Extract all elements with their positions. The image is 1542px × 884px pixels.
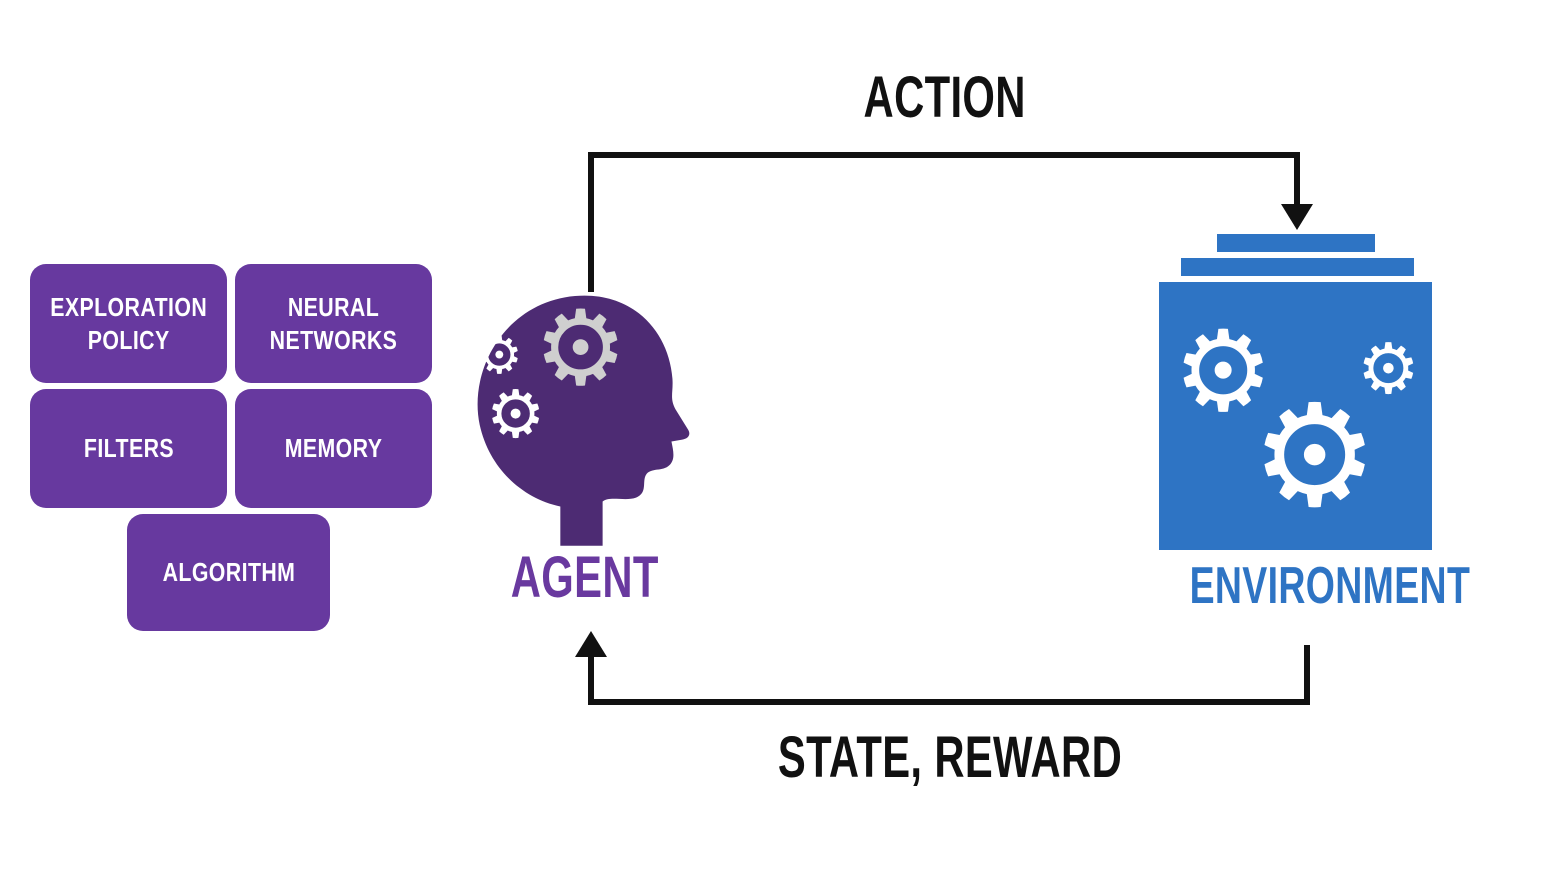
state-arrow-right-segment <box>1304 645 1310 705</box>
gear-icon: ⚙ <box>1357 328 1420 410</box>
environment-box-icon: ⚙ ⚙ ⚙ <box>1159 282 1432 550</box>
agent-head-icon: ⚙ ⚙ ⚙ <box>462 282 698 552</box>
action-label: ACTION <box>863 65 1027 130</box>
gear-icon: ⚙ <box>486 376 546 453</box>
action-arrowhead-icon <box>1281 204 1313 230</box>
agent-label: AGENT <box>511 545 659 610</box>
gear-icon: ⚙ <box>1251 374 1379 539</box>
gear-icon: ⚙ <box>476 326 523 386</box>
concept-box-memory: MEMORY <box>235 389 432 508</box>
action-arrow-right-segment <box>1294 152 1300 206</box>
concept-box-algorithm: ALGORITHM <box>127 514 330 631</box>
concept-box-label: NEURAL NETWORKS <box>269 292 398 355</box>
concept-box-label: FILTERS <box>83 433 174 464</box>
environment-top-bar-small <box>1217 234 1375 252</box>
concept-box-label: MEMORY <box>284 433 383 464</box>
gear-icon: ⚙ <box>1173 307 1274 437</box>
concept-box-label: EXPLORATION POLICY <box>50 292 207 355</box>
action-arrow-left-segment <box>588 152 594 292</box>
environment-label: ENVIRONMENT <box>1189 557 1471 615</box>
action-arrow-horizontal-segment <box>588 152 1300 158</box>
state-arrow-left-segment <box>588 656 594 705</box>
state-arrow-horizontal-segment <box>588 699 1310 705</box>
head-silhouette-icon <box>477 295 690 546</box>
state-arrowhead-icon <box>575 631 607 657</box>
gear-icon: ⚙ <box>534 287 628 409</box>
state-reward-label: STATE, REWARD <box>777 725 1123 790</box>
concept-box-filters: FILTERS <box>30 389 227 508</box>
concept-box-neural-networks: NEURAL NETWORKS <box>235 264 432 383</box>
environment-top-bar-wide <box>1181 258 1414 276</box>
concept-box-label: ALGORITHM <box>162 557 295 588</box>
concept-box-exploration-policy: EXPLORATION POLICY <box>30 264 227 383</box>
